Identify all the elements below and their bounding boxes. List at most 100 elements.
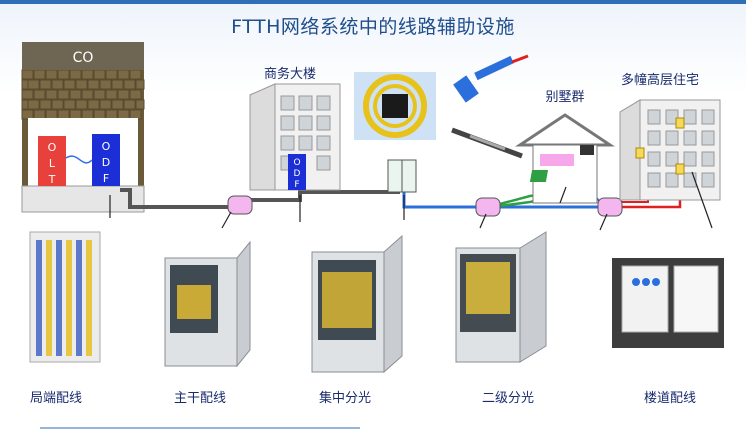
residential-window xyxy=(647,151,661,167)
business-odf-letter-3: F xyxy=(294,180,299,190)
splice-closure-1 xyxy=(227,195,253,215)
brick xyxy=(21,109,34,120)
brick xyxy=(57,69,70,80)
brick xyxy=(75,79,88,90)
brick xyxy=(75,99,88,110)
brick xyxy=(135,79,145,90)
brick xyxy=(117,89,130,100)
villa-window-strip xyxy=(540,154,574,166)
villa-house xyxy=(515,113,615,204)
residential-window xyxy=(665,172,679,188)
brick xyxy=(111,79,124,90)
diagram-title: FTTH网络系统中的线路辅助设施 xyxy=(231,16,515,38)
brick xyxy=(81,89,94,100)
brick xyxy=(93,89,106,100)
rack-strip xyxy=(86,240,92,356)
pointer-lines xyxy=(109,171,713,231)
brick xyxy=(45,69,58,80)
business-building: O D F xyxy=(249,83,341,191)
residential-window xyxy=(665,130,679,146)
business-window xyxy=(316,95,331,111)
brick xyxy=(93,109,106,120)
brick xyxy=(27,79,40,90)
trunk-fiber-1 xyxy=(120,188,232,209)
residential-window xyxy=(647,172,661,188)
brick xyxy=(81,69,94,80)
brick xyxy=(93,69,106,80)
villa-computer xyxy=(580,145,594,155)
central-office-rack xyxy=(29,231,101,363)
residential-label: 多幢高层住宅 xyxy=(621,72,699,88)
brick xyxy=(129,109,142,120)
rack-strip xyxy=(36,240,42,356)
brick xyxy=(69,69,82,80)
rack-strip xyxy=(76,240,82,356)
brick xyxy=(87,99,100,110)
trunk-cabinet xyxy=(164,240,251,368)
villa-onu xyxy=(529,170,549,182)
co-brick-pattern xyxy=(21,69,145,120)
business-window xyxy=(316,135,331,151)
brick xyxy=(123,99,136,110)
business-window xyxy=(280,95,295,111)
brick xyxy=(99,99,112,110)
odf-letter-1: O xyxy=(102,140,111,153)
brick xyxy=(33,69,46,80)
business-odf-box xyxy=(288,154,306,190)
brick xyxy=(51,99,64,110)
residential-window xyxy=(701,151,715,167)
co-label: CO xyxy=(73,50,94,66)
equipment-label-2: 主干配线 xyxy=(174,391,226,406)
brick xyxy=(105,69,118,80)
sc-connector-image xyxy=(453,54,529,103)
equipment-label-4: 二级分光 xyxy=(482,391,534,406)
fiber-distribution-box xyxy=(387,159,417,193)
residential-window xyxy=(665,109,679,125)
floor-distribution-box xyxy=(612,258,724,348)
co-building: CO O L T O D F xyxy=(21,42,145,213)
residential-window xyxy=(701,172,715,188)
brick xyxy=(27,99,40,110)
brick xyxy=(57,89,70,100)
olt-letter-1: O xyxy=(48,141,57,154)
residential-window xyxy=(683,151,697,167)
residential-window xyxy=(683,172,697,188)
equipment-label-5: 楼道配线 xyxy=(644,391,696,406)
brick xyxy=(39,99,52,110)
brick xyxy=(39,79,52,90)
residential-window xyxy=(647,130,661,146)
brick xyxy=(57,109,70,120)
brick xyxy=(45,109,58,120)
residential-window xyxy=(701,109,715,125)
business-window xyxy=(280,135,295,151)
brick xyxy=(69,109,82,120)
brick xyxy=(135,99,145,110)
odf-letter-2: D xyxy=(102,156,110,169)
brick xyxy=(21,69,34,80)
brick xyxy=(117,109,130,120)
brick xyxy=(51,79,64,90)
equipment-label-3: 集中分光 xyxy=(319,390,371,406)
brick xyxy=(63,99,76,110)
business-window xyxy=(280,115,295,131)
brick xyxy=(105,89,118,100)
trunk-fiber-2 xyxy=(250,190,400,202)
brick xyxy=(105,109,118,120)
fc-connector-image xyxy=(451,127,523,159)
rack-strip xyxy=(66,240,72,356)
brick xyxy=(117,69,130,80)
equipment-label-1: 局端配线 xyxy=(30,391,82,406)
business-building-label: 商务大楼 xyxy=(264,66,316,82)
business-window xyxy=(316,115,331,131)
secondary-splitter-cabinet xyxy=(455,231,547,363)
brick xyxy=(123,79,136,90)
odf-letter-3: F xyxy=(103,172,109,185)
brick xyxy=(129,69,142,80)
rack-strip xyxy=(56,240,62,356)
business-window xyxy=(298,115,313,131)
central-splitter-cabinet xyxy=(311,234,403,374)
brick xyxy=(63,79,76,90)
residential-window xyxy=(683,109,697,125)
brick xyxy=(45,89,58,100)
